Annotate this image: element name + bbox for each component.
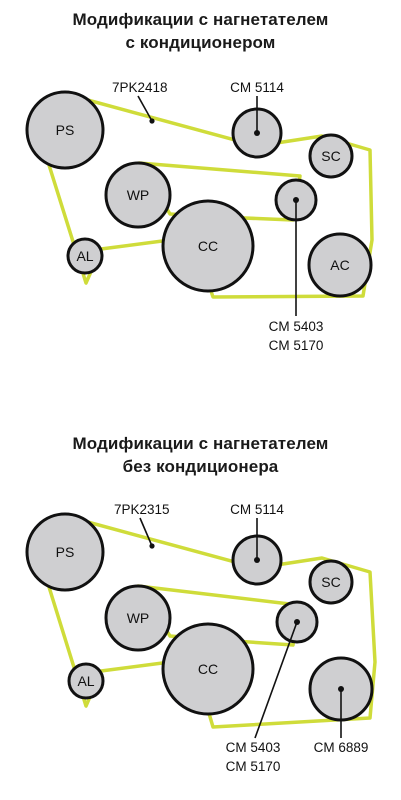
section2-title-line1: Модификации с нагнетателем: [72, 434, 329, 453]
belt-leader-line: [139, 517, 153, 547]
pulley-wp-label: WP: [127, 610, 150, 626]
pulley-al-label: AL: [76, 248, 93, 264]
pulley-sc: SC: [308, 559, 354, 605]
cm5170-label: CM 5170: [269, 338, 324, 353]
pulley-sc-label: SC: [321, 574, 340, 590]
pulley-wp-label: WP: [127, 187, 150, 203]
cm5403-label: CM 5403: [226, 740, 281, 755]
pulley-ps-label: PS: [56, 544, 75, 560]
belt-leader-dot: [149, 118, 155, 124]
section1-title-line2: с кондиционером: [125, 33, 276, 52]
section2-title-line2: без кондиционера: [122, 457, 279, 476]
pulley-cc-label: CC: [198, 238, 218, 254]
cm5403-leader-line: [254, 621, 298, 739]
belt-leader-line: [137, 95, 153, 122]
section1-title-line1: Модификации с нагнетателем: [72, 10, 329, 29]
cm6889-label: CM 6889: [314, 740, 369, 755]
cm5170-label: CM 5170: [226, 759, 281, 774]
pulley-al-label: AL: [77, 673, 94, 689]
pulley-ps: PS: [25, 90, 105, 170]
pulley-ac: AC: [307, 232, 373, 298]
pulley-ac-label: AC: [330, 257, 349, 273]
pulley-ps: PS: [25, 512, 105, 592]
pulley-cc: CC: [161, 199, 255, 293]
pulley-sc-label: SC: [321, 148, 340, 164]
belt-diagram-with-ac: PS SC WP AL CC AC 7PK2418 CM 5114 CM 540…: [25, 80, 374, 353]
pulley-cc-label: CC: [198, 661, 218, 677]
pulley-ps-label: PS: [56, 122, 75, 138]
cm5114-label: CM 5114: [230, 80, 284, 95]
pulley-sc: SC: [308, 133, 354, 179]
pulley-cc: CC: [161, 622, 255, 716]
belt-label: 7PK2418: [112, 80, 168, 95]
pulley-wp: WP: [104, 161, 172, 229]
belt-leader-dot: [149, 543, 155, 549]
cm5114-label: CM 5114: [230, 502, 284, 517]
pulley-al: AL: [66, 237, 104, 275]
section2-title: Модификации с нагнетателем без кондицион…: [0, 432, 401, 478]
pulley-wp: WP: [104, 584, 172, 652]
pulley-al: AL: [67, 662, 105, 700]
belt-diagram-without-ac: PS SC WP AL CC 7PK2315 CM 5114 CM 5403 C…: [25, 502, 377, 774]
belt-label: 7PK2315: [114, 502, 170, 517]
section1-title: Модификации с нагнетателем с кондиционер…: [0, 8, 401, 54]
cm5403-label: CM 5403: [269, 319, 324, 334]
